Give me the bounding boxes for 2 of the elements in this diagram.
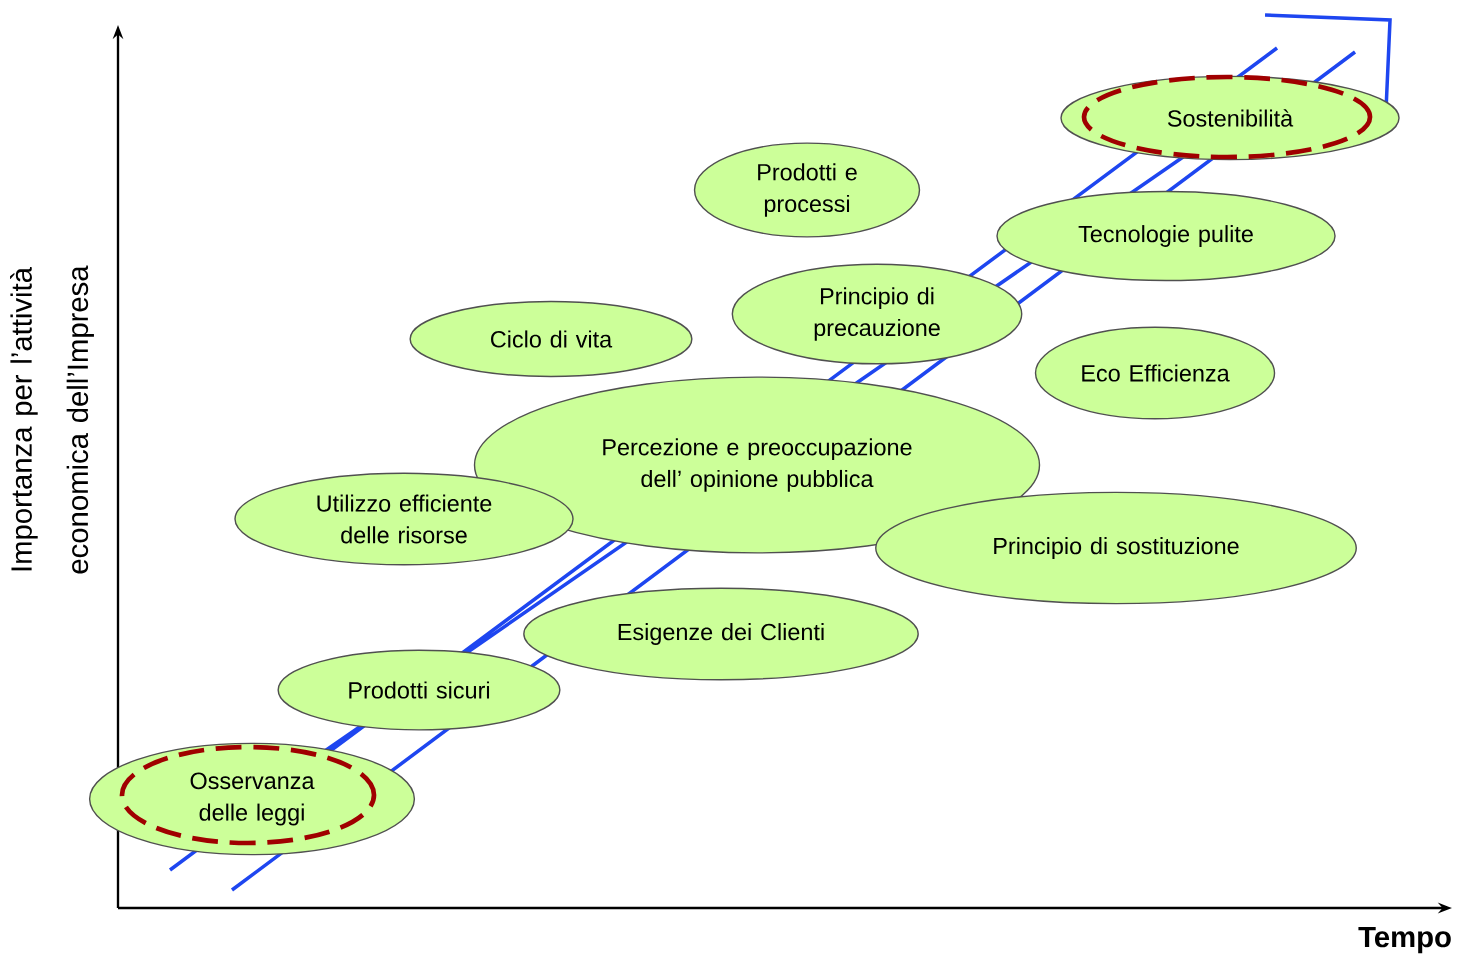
axis-label: Tempo	[1358, 926, 1451, 954]
axis-label: Importanza per l’attività economica dell’Impresa	[10, 265, 94, 574]
